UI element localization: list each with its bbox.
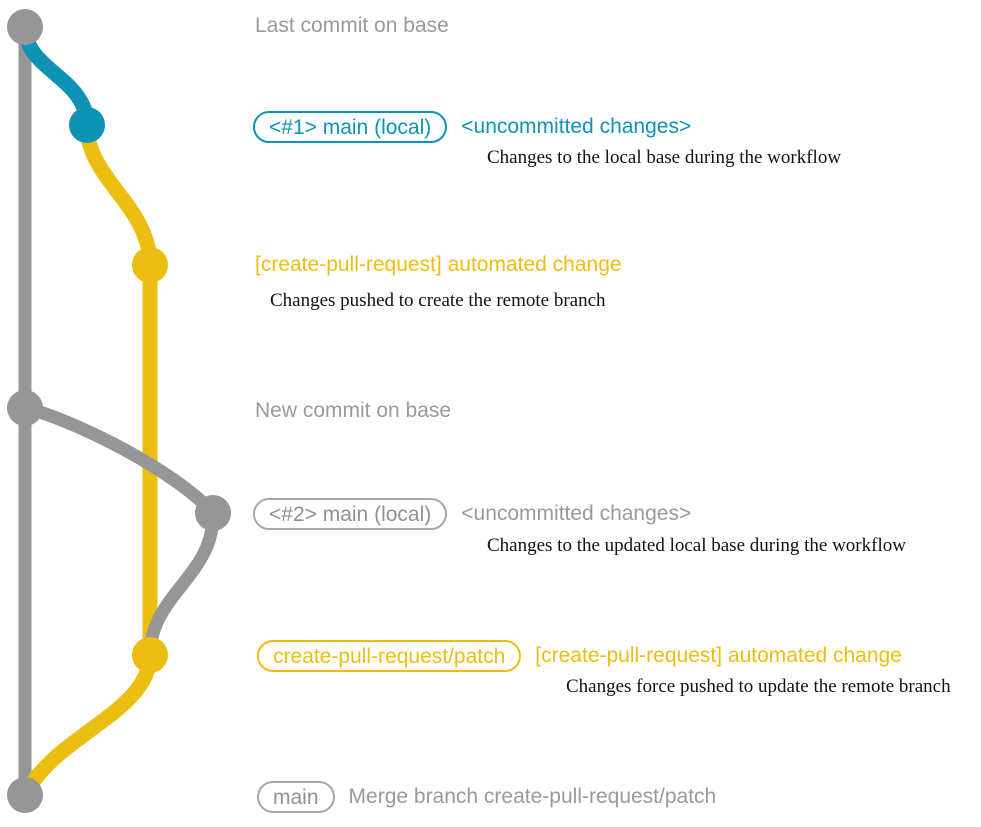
- commit-node-last-base: [7, 9, 43, 45]
- edge-base-to-local1: [17, 19, 95, 133]
- edge-newbase-to-local2: [18, 401, 220, 520]
- commit-node-merge: [7, 777, 43, 813]
- edge-automated2-to-merge: [17, 647, 158, 803]
- commit-subject-automated-2: [create-pull-request] automated change: [535, 644, 902, 667]
- commit-description-automated-1: Changes pushed to create the remote bran…: [270, 290, 606, 311]
- commit-node-automated-1: [132, 247, 168, 283]
- edge-local1-to-automated1: [79, 117, 158, 273]
- commit-node-local-1: [69, 107, 105, 143]
- commit-row-local-1: <#1> main (local) <uncommitted changes>: [253, 111, 691, 143]
- commit-description-automated-2: Changes force pushed to update the remot…: [566, 676, 951, 697]
- commit-subject-automated-1: [create-pull-request] automated change: [255, 253, 622, 276]
- edge-local2-to-automated2: [143, 506, 220, 662]
- commit-row-automated-2: create-pull-request/patch [create-pull-r…: [257, 640, 902, 672]
- commit-node-new-base: [7, 390, 43, 426]
- ref-pill-main-local-2[interactable]: <#2> main (local): [253, 498, 448, 530]
- commit-description-local-2: Changes to the updated local base during…: [487, 535, 906, 556]
- ref-pill-main[interactable]: main: [257, 781, 335, 813]
- commit-row-merge: main Merge branch create-pull-request/pa…: [257, 781, 716, 813]
- commit-node-automated-2: [132, 637, 168, 673]
- ref-pill-main-local-1[interactable]: <#1> main (local): [253, 111, 448, 143]
- commit-subject-last-base: Last commit on base: [255, 14, 449, 37]
- commit-subject-new-base: New commit on base: [255, 399, 452, 422]
- commit-row-local-2: <#2> main (local) <uncommitted changes>: [253, 498, 691, 530]
- commit-subject-merge: Merge branch create-pull-request/patch: [348, 785, 717, 808]
- ref-pill-create-pull-request-patch[interactable]: create-pull-request/patch: [257, 640, 522, 672]
- commit-subject-local-2: <uncommitted changes>: [461, 502, 692, 525]
- commit-node-local-2: [195, 495, 231, 531]
- commit-description-local-1: Changes to the local base during the wor…: [487, 147, 842, 168]
- commit-subject-local-1: <uncommitted changes>: [461, 115, 692, 138]
